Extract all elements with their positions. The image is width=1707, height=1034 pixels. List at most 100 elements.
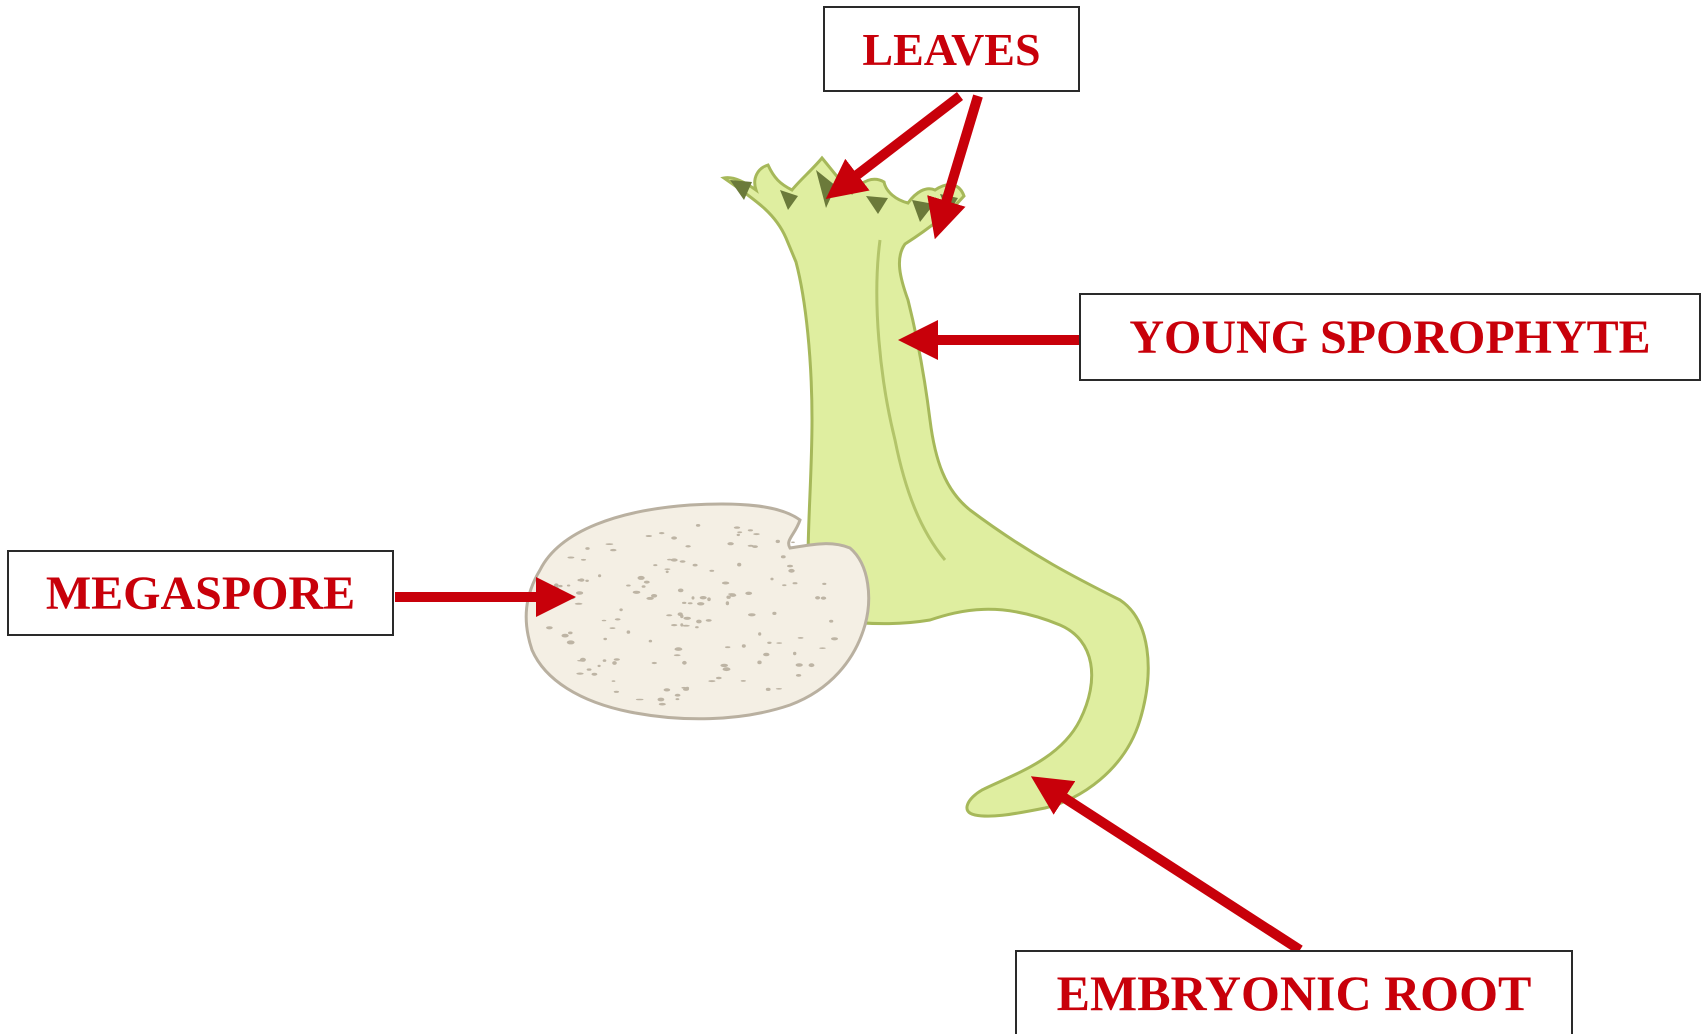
megaspore-speckle xyxy=(614,691,619,693)
megaspore-speckle xyxy=(546,626,553,629)
megaspore-speckle xyxy=(741,680,746,682)
megaspore-speckle xyxy=(742,644,746,647)
megaspore-speckle xyxy=(644,581,650,584)
megaspore-speckle xyxy=(649,640,652,643)
megaspore-speckle xyxy=(682,661,687,665)
megaspore-speckle xyxy=(737,534,740,536)
megaspore-speckle xyxy=(791,542,795,544)
megaspore-speckle xyxy=(788,569,794,573)
megaspore-speckle xyxy=(554,587,559,591)
megaspore-speckle xyxy=(580,658,586,662)
megaspore-speckle xyxy=(708,680,715,682)
megaspore-speckle xyxy=(726,601,729,605)
megaspore-speckle xyxy=(659,703,666,706)
megaspore-speckle xyxy=(653,564,657,566)
label-megaspore-text: MEGASPORE xyxy=(46,566,355,621)
megaspore-speckle xyxy=(692,596,695,599)
megaspore-speckle xyxy=(766,688,771,691)
megaspore-speckle xyxy=(716,677,722,679)
megaspore-speckle xyxy=(585,547,589,550)
megaspore-speckle xyxy=(695,626,699,628)
megaspore-speckle xyxy=(658,698,665,702)
megaspore-speckle xyxy=(737,563,741,567)
megaspore-speckle xyxy=(725,646,730,648)
megaspore-speckle xyxy=(666,571,669,574)
megaspore-speckle xyxy=(696,620,702,624)
megaspore-speckle xyxy=(682,625,690,627)
megaspore-speckle xyxy=(796,663,803,666)
megaspore-speckle xyxy=(748,545,754,547)
megaspore-speckle xyxy=(822,583,826,585)
megaspore-speckle xyxy=(727,542,733,545)
megaspore-speckle xyxy=(678,612,683,616)
megaspore-speckle xyxy=(627,630,631,633)
megaspore-speckle xyxy=(758,632,761,635)
megaspore-speckle xyxy=(610,627,616,629)
megaspore-speckle xyxy=(793,582,798,584)
megaspore-speckle xyxy=(603,659,607,662)
megaspore-speckle xyxy=(753,533,760,535)
arrow-embryonic-root xyxy=(1046,786,1300,950)
megaspore-speckle xyxy=(610,549,616,551)
label-young-sporophyte: YOUNG SPOROPHYTE xyxy=(1079,293,1701,381)
megaspore-speckle xyxy=(829,620,833,623)
megaspore-speckle xyxy=(831,637,838,640)
megaspore-speckle xyxy=(737,531,742,533)
megaspore-speckle xyxy=(772,612,776,615)
megaspore-speckle xyxy=(697,602,704,605)
megaspore-speckle xyxy=(734,526,740,528)
megaspore-speckle xyxy=(671,624,677,626)
megaspore-speckle xyxy=(757,661,761,665)
megaspore-speckle xyxy=(809,663,815,667)
megaspore-speckle xyxy=(567,640,575,644)
megaspore-speckle xyxy=(688,602,693,604)
megaspore-speckle xyxy=(678,589,684,593)
megaspore-speckle xyxy=(671,558,678,561)
arrow-leaves-left xyxy=(840,96,960,188)
megaspore-speckle xyxy=(674,654,681,656)
megaspore-speckle xyxy=(606,543,614,545)
megaspore-speckle xyxy=(615,618,621,620)
megaspore-speckle xyxy=(602,620,607,622)
label-megaspore: MEGASPORE xyxy=(7,550,394,636)
megaspore-speckle xyxy=(767,642,771,644)
megaspore-speckle xyxy=(619,608,622,611)
megaspore-speckle xyxy=(707,597,711,601)
megaspore-speckle xyxy=(638,576,645,580)
megaspore-speckle xyxy=(567,585,570,587)
megaspore-speckle xyxy=(579,578,585,581)
young-sporophyte-illustration xyxy=(724,158,1148,816)
megaspore-speckle xyxy=(675,647,683,651)
megaspore-speckle xyxy=(659,532,665,534)
megaspore-speckle xyxy=(696,524,700,527)
megaspore-speckle xyxy=(776,540,780,543)
megaspore-speckle xyxy=(585,580,589,582)
megaspore-speckle xyxy=(671,536,677,539)
megaspore-speckle xyxy=(562,634,569,638)
megaspore-speckle xyxy=(686,687,690,690)
megaspore-speckle xyxy=(723,667,731,671)
sporophyte-body xyxy=(724,158,1148,816)
megaspore-speckle xyxy=(675,694,681,697)
megaspore-speckle xyxy=(626,585,631,587)
megaspore-speckle xyxy=(776,688,782,690)
label-embryonic-root: EMBRYONIC ROOT xyxy=(1015,950,1573,1034)
label-embryonic-root-text: EMBRYONIC ROOT xyxy=(1057,964,1532,1022)
megaspore-speckle xyxy=(680,623,683,626)
megaspore-speckle xyxy=(568,632,573,635)
megaspore-speckle xyxy=(575,603,583,605)
megaspore-speckle xyxy=(706,619,712,622)
megaspore-speckle xyxy=(666,614,672,616)
megaspore-speckle xyxy=(709,570,714,572)
megaspore-speckle xyxy=(612,680,616,682)
label-young-sporophyte-text: YOUNG SPOROPHYTE xyxy=(1129,310,1650,365)
megaspore-speckle xyxy=(815,596,820,599)
megaspore-speckle xyxy=(664,568,670,570)
megaspore-speckle xyxy=(680,560,686,562)
megaspore-speckle xyxy=(728,593,735,595)
megaspore-speckle xyxy=(614,658,620,661)
megaspore-speckle xyxy=(770,578,773,581)
megaspore-speckle xyxy=(598,665,601,667)
